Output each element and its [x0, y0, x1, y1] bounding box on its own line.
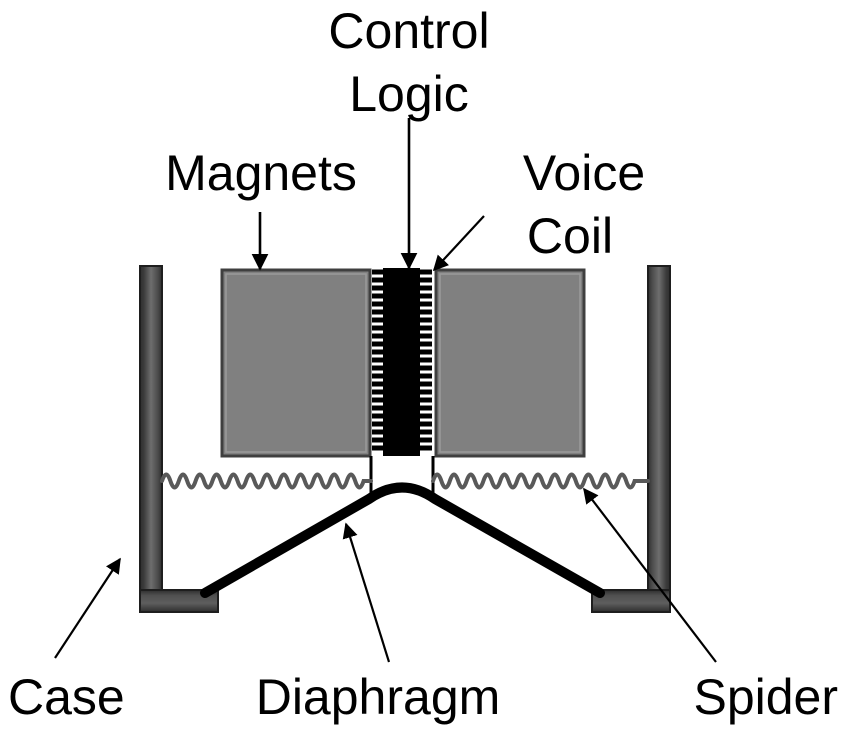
diaphragm: [200, 482, 605, 598]
label-voice-coil-line2: Coil: [527, 208, 613, 264]
spider-arrow: [583, 487, 717, 663]
voice-coil-core: [383, 268, 420, 456]
label-control-logic-line1: Control: [328, 3, 489, 59]
magnet-right-body: [434, 268, 586, 458]
label-case: Case: [8, 669, 125, 725]
voice-coil: [372, 268, 432, 456]
diaphragm-arrow: [342, 522, 391, 663]
label-spider: Spider: [693, 669, 838, 725]
case-arrow: [54, 557, 121, 659]
voice-coil-arrow: [432, 215, 485, 272]
label-magnets: Magnets: [165, 145, 357, 201]
label-control-logic-line2: Logic: [349, 66, 469, 122]
magnet-left-inner-highlight: [225, 273, 367, 453]
label-diaphragm: Diaphragm: [256, 669, 501, 725]
spider-right: [431, 472, 650, 490]
magnet-left-body: [220, 268, 372, 458]
case-left-foot: [139, 589, 219, 613]
magnet-left: [220, 268, 372, 458]
case-left-vertical-bar: [139, 265, 163, 597]
case-right: [591, 265, 671, 613]
case-right-vertical-bar: [647, 265, 671, 597]
magnet-right-inner-highlight: [439, 273, 581, 453]
case-left: [139, 265, 219, 613]
magnet-right: [434, 268, 586, 458]
label-voice-coil-line1: Voice: [523, 145, 645, 201]
spider-left: [160, 472, 373, 490]
